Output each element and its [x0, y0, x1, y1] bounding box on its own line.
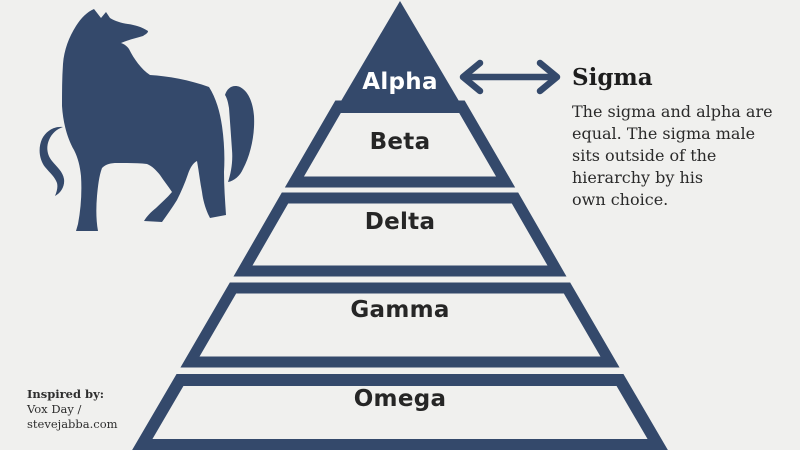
pyramid — [132, 1, 668, 450]
arrow-right-head — [536, 59, 561, 95]
wolf-tail-shape — [225, 85, 255, 182]
sigma-description-line: sits outside of the — [572, 146, 717, 165]
sigma-description-line: The sigma and alpha are — [572, 102, 773, 121]
wolf-paw-shape — [39, 126, 65, 196]
pyramid-label-beta: Beta — [369, 129, 431, 155]
pyramid-level-alpha-shape — [334, 1, 466, 113]
pyramid-label-alpha: Alpha — [362, 69, 438, 95]
sigma-description-line: hierarchy by his — [572, 168, 704, 187]
sigma-description-line: equal. The sigma male — [572, 124, 756, 143]
arrow-left-head — [459, 59, 484, 95]
sigma-heading: Sigma — [572, 64, 653, 91]
pyramid-level-gamma-shape — [180, 282, 620, 368]
sigma-description-line: own choice. — [572, 190, 669, 209]
pyramid-level-delta-shape — [233, 192, 567, 277]
wolf-icon — [39, 9, 255, 231]
double-headed-arrow-icon — [459, 59, 561, 95]
credits-line: Vox Day / — [27, 402, 82, 416]
credits-line: stevejabba.com — [27, 417, 118, 431]
pyramid-label-gamma: Gamma — [350, 297, 450, 323]
pyramid-label-omega: Omega — [353, 386, 447, 412]
pyramid-level-omega-shape — [132, 374, 668, 450]
credits-block: Inspired by: Vox Day / stevejabba.com — [27, 387, 118, 432]
sigma-block: Sigma The sigma and alpha are equal. The… — [572, 64, 787, 211]
pyramid-label-delta: Delta — [364, 209, 436, 235]
wolf-body-shape — [62, 9, 226, 231]
credits-heading: Inspired by: — [27, 387, 105, 401]
